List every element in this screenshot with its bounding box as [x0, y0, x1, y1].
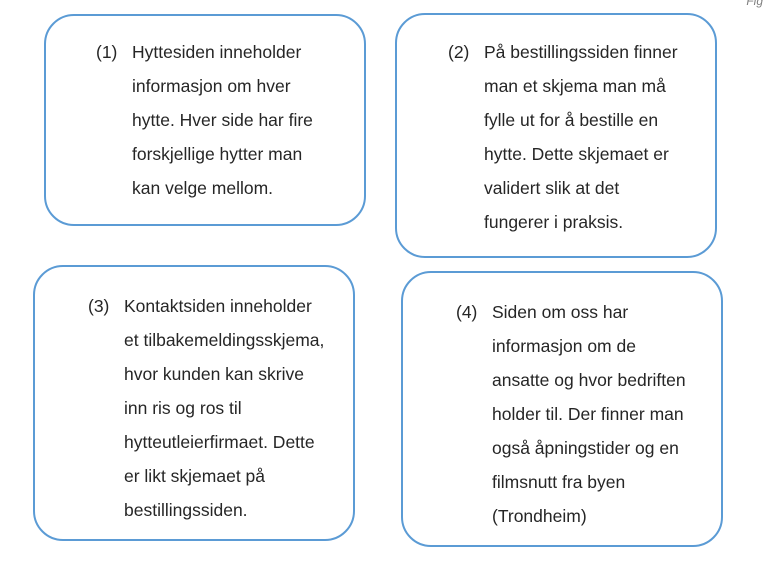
card-content: (4) Siden om oss har informasjon om de a…	[456, 295, 706, 533]
card-text-line: ansatte og hvor bedriften	[492, 370, 686, 390]
card-text: Kontaktsiden inneholder et tilbakemeldin…	[124, 289, 348, 527]
corner-label: Fig	[746, 0, 763, 8]
card-text-line: er likt skjemaet på	[124, 466, 266, 486]
card-text-line: inn ris og ros til	[124, 398, 242, 418]
card-text: Siden om oss har informasjon om de ansat…	[492, 295, 706, 533]
card-bestilling: (2) På bestillingssiden finner man et sk…	[395, 13, 717, 258]
card-text-line: filmsnutt fra byen	[492, 472, 626, 492]
card-text-line: informasjon om de	[492, 336, 636, 356]
card-text-line: hytte. Hver side har fire	[132, 110, 313, 130]
card-text-line: et tilbakemeldingsskjema,	[124, 330, 325, 350]
card-text-line: Siden om oss har	[492, 302, 629, 322]
card-number: (2)	[448, 42, 470, 62]
card-content: (2) På bestillingssiden finner man et sk…	[448, 35, 698, 239]
card-text-line: Hyttesiden inneholder	[132, 42, 302, 62]
card-content: (1) Hyttesiden inneholder informasjon om…	[96, 35, 336, 205]
card-text-line: hvor kunden kan skrive	[124, 364, 304, 384]
card-text-line: (Trondheim)	[492, 506, 587, 526]
card-text-line: kan velge mellom.	[132, 178, 274, 198]
card-text-line: fungerer i praksis.	[484, 212, 624, 232]
card-number: (4)	[456, 302, 478, 322]
card-text-line: fylle ut for å bestille en	[484, 110, 659, 130]
card-text-line: På bestillingssiden finner	[484, 42, 678, 62]
card-text-line: informasjon om hver	[132, 76, 291, 96]
card-text-line: også åpningstider og en	[492, 438, 679, 458]
card-text-line: hytteutleierfirmaet. Dette	[124, 432, 315, 452]
card-number: (1)	[96, 42, 118, 62]
card-text-line: Kontaktsiden inneholder	[124, 296, 312, 316]
card-text-line: holder til. Der finner man	[492, 404, 684, 424]
card-number: (3)	[88, 296, 110, 316]
card-text-line: bestillingssiden.	[124, 500, 248, 520]
card-text-line: validert slik at det	[484, 178, 620, 198]
card-kontakt: (3) Kontaktsiden inneholder et tilbakeme…	[33, 265, 355, 541]
card-hytter: (1) Hyttesiden inneholder informasjon om…	[44, 14, 366, 226]
card-text-line: forskjellige hytter man	[132, 144, 303, 164]
card-text: På bestillingssiden finner man et skjema…	[484, 35, 698, 239]
card-om-oss: (4) Siden om oss har informasjon om de a…	[401, 271, 723, 547]
card-text-line: man et skjema man må	[484, 76, 666, 96]
card-text: Hyttesiden inneholder informasjon om hve…	[132, 35, 336, 205]
card-content: (3) Kontaktsiden inneholder et tilbakeme…	[88, 289, 348, 527]
card-text-line: hytte. Dette skjemaet er	[484, 144, 669, 164]
